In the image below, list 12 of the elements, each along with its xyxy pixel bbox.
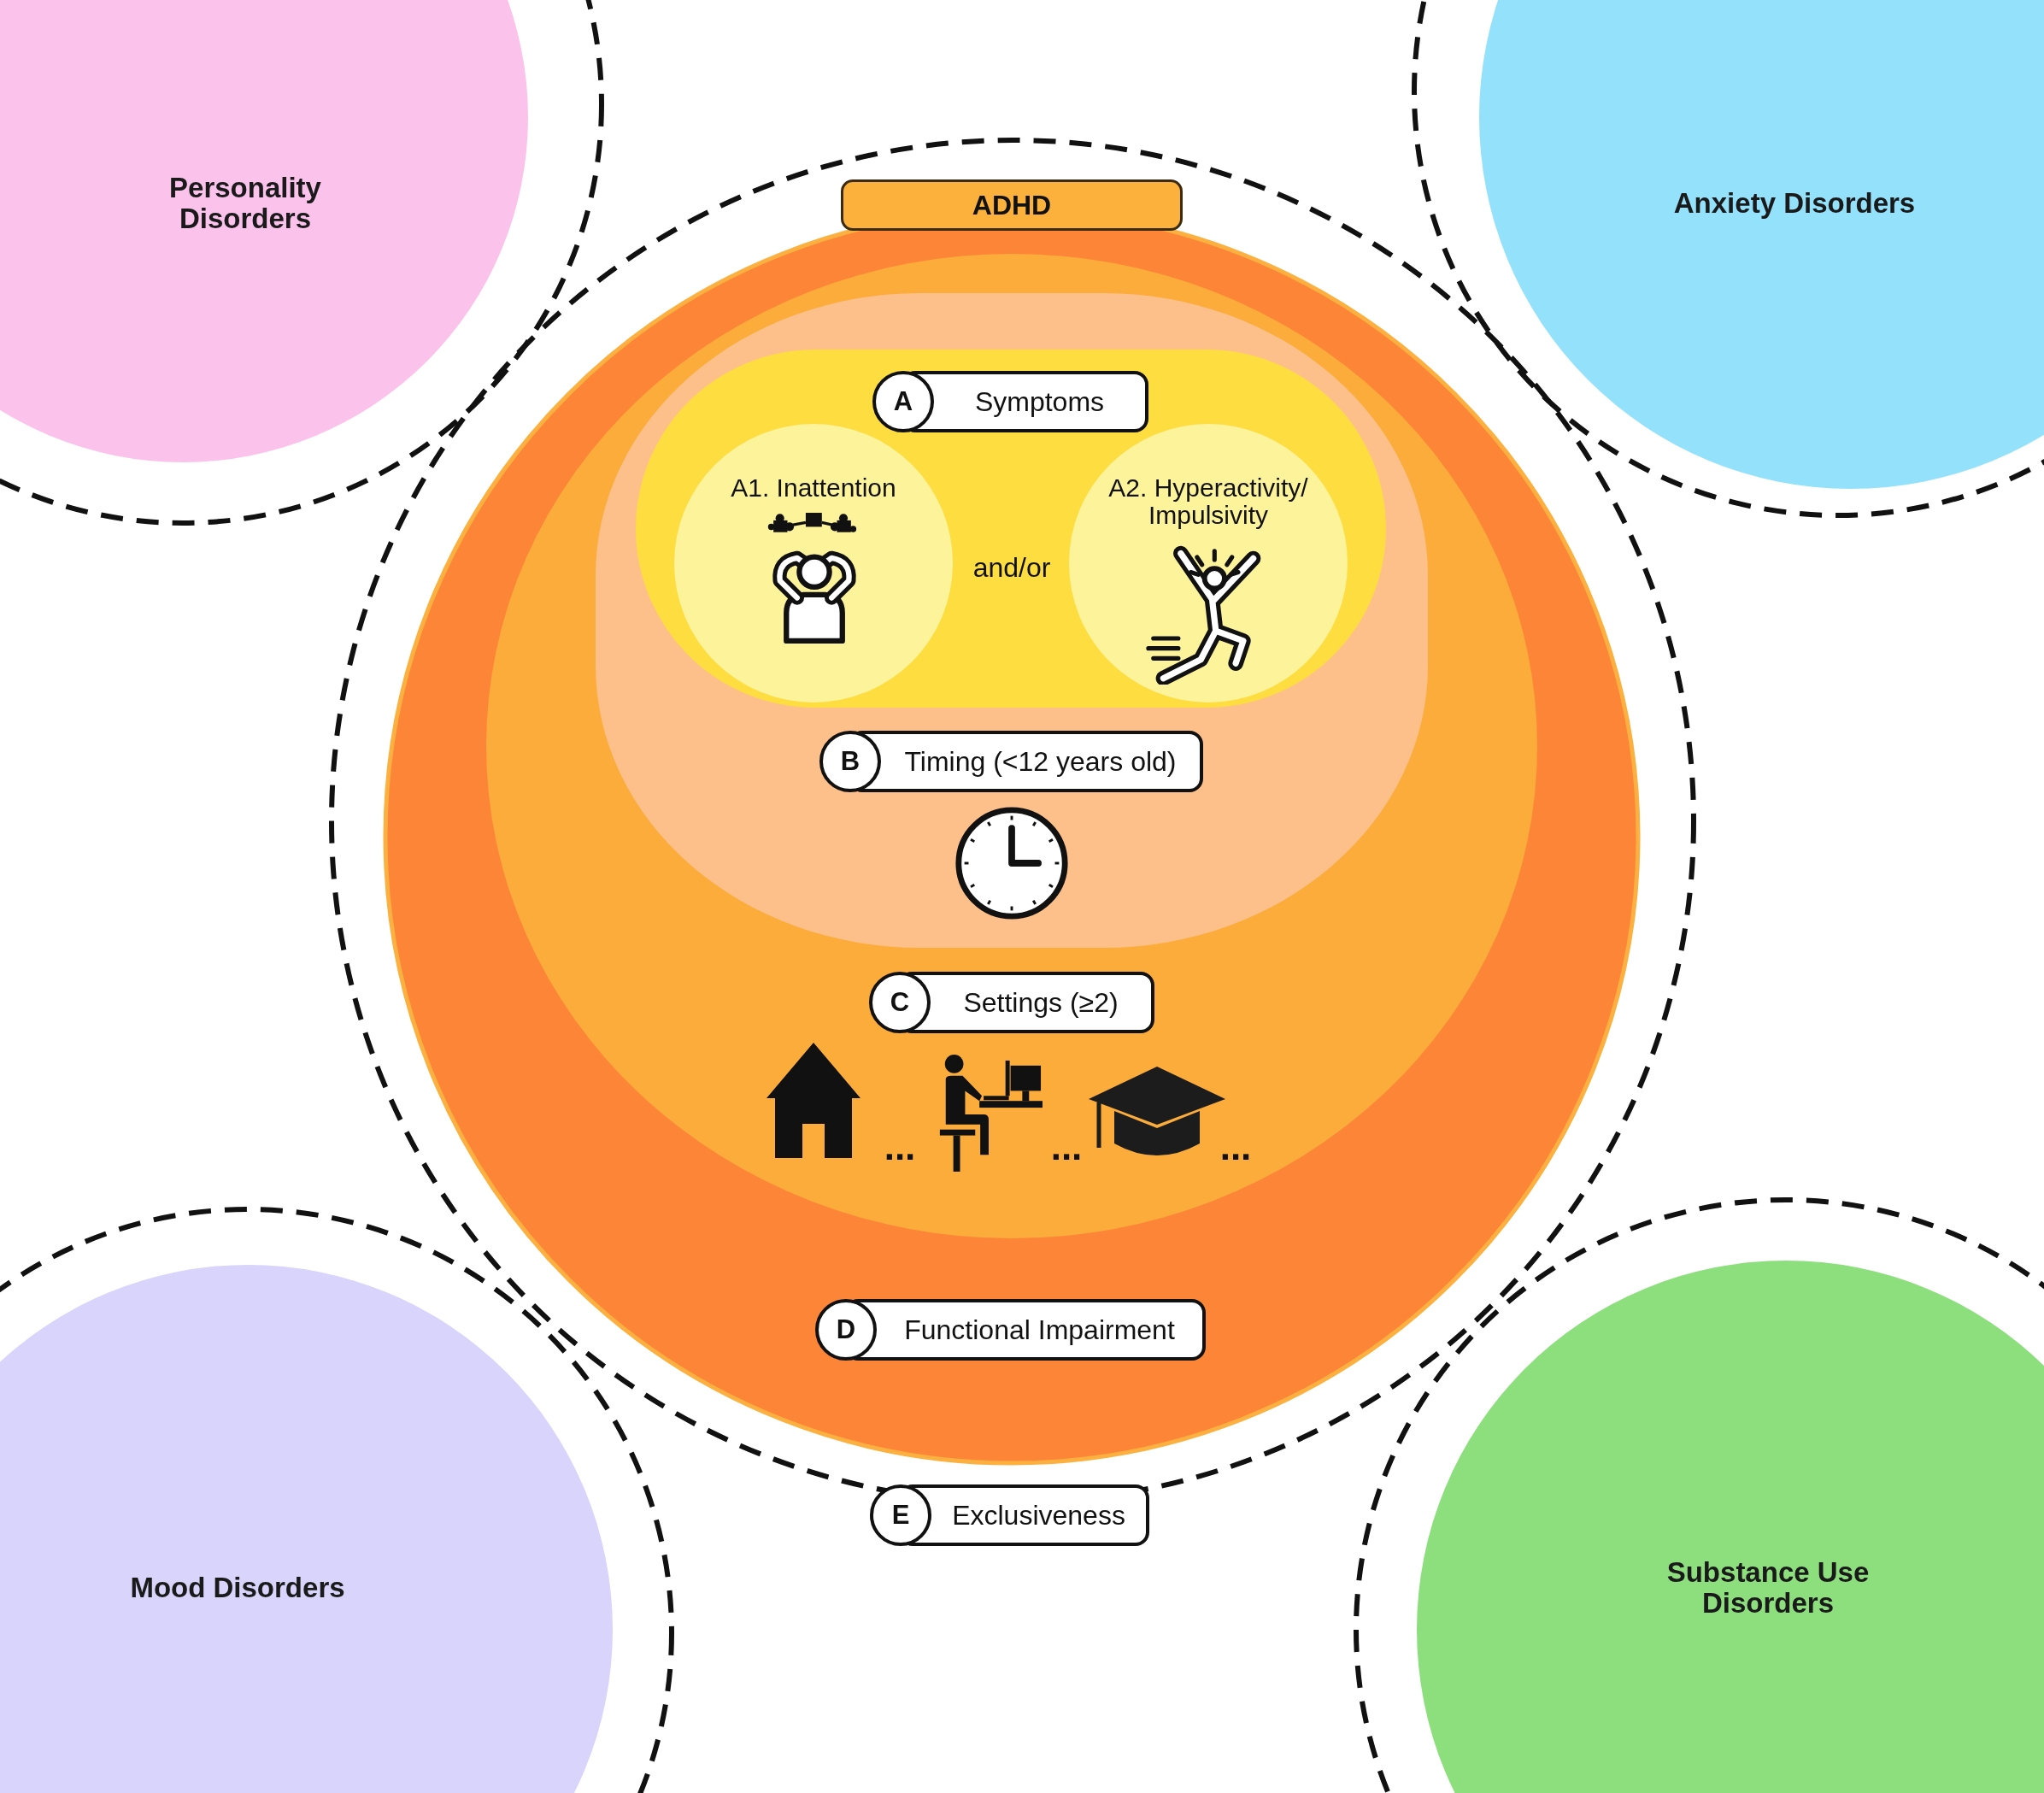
disorder-label: Substance Use Disorders [1665, 1555, 1871, 1620]
symptom-label: A1. Inattention [730, 473, 897, 503]
connector-word: and/or [972, 551, 1051, 584]
symptom-label: A2. Hyperactivity/ Impulsivity [1107, 473, 1309, 531]
ellipsis: ... [1219, 1126, 1252, 1168]
disorder-label: Personality Disorders [168, 171, 322, 236]
header-bar: ADHD [841, 179, 1183, 231]
ellipsis: ... [884, 1126, 916, 1168]
disorder-label: Mood Disorders [129, 1571, 346, 1605]
ellipsis: ... [1050, 1126, 1083, 1168]
disorder-label: Anxiety Disorders [1672, 186, 1917, 220]
criterion-letter: E [870, 1484, 931, 1546]
